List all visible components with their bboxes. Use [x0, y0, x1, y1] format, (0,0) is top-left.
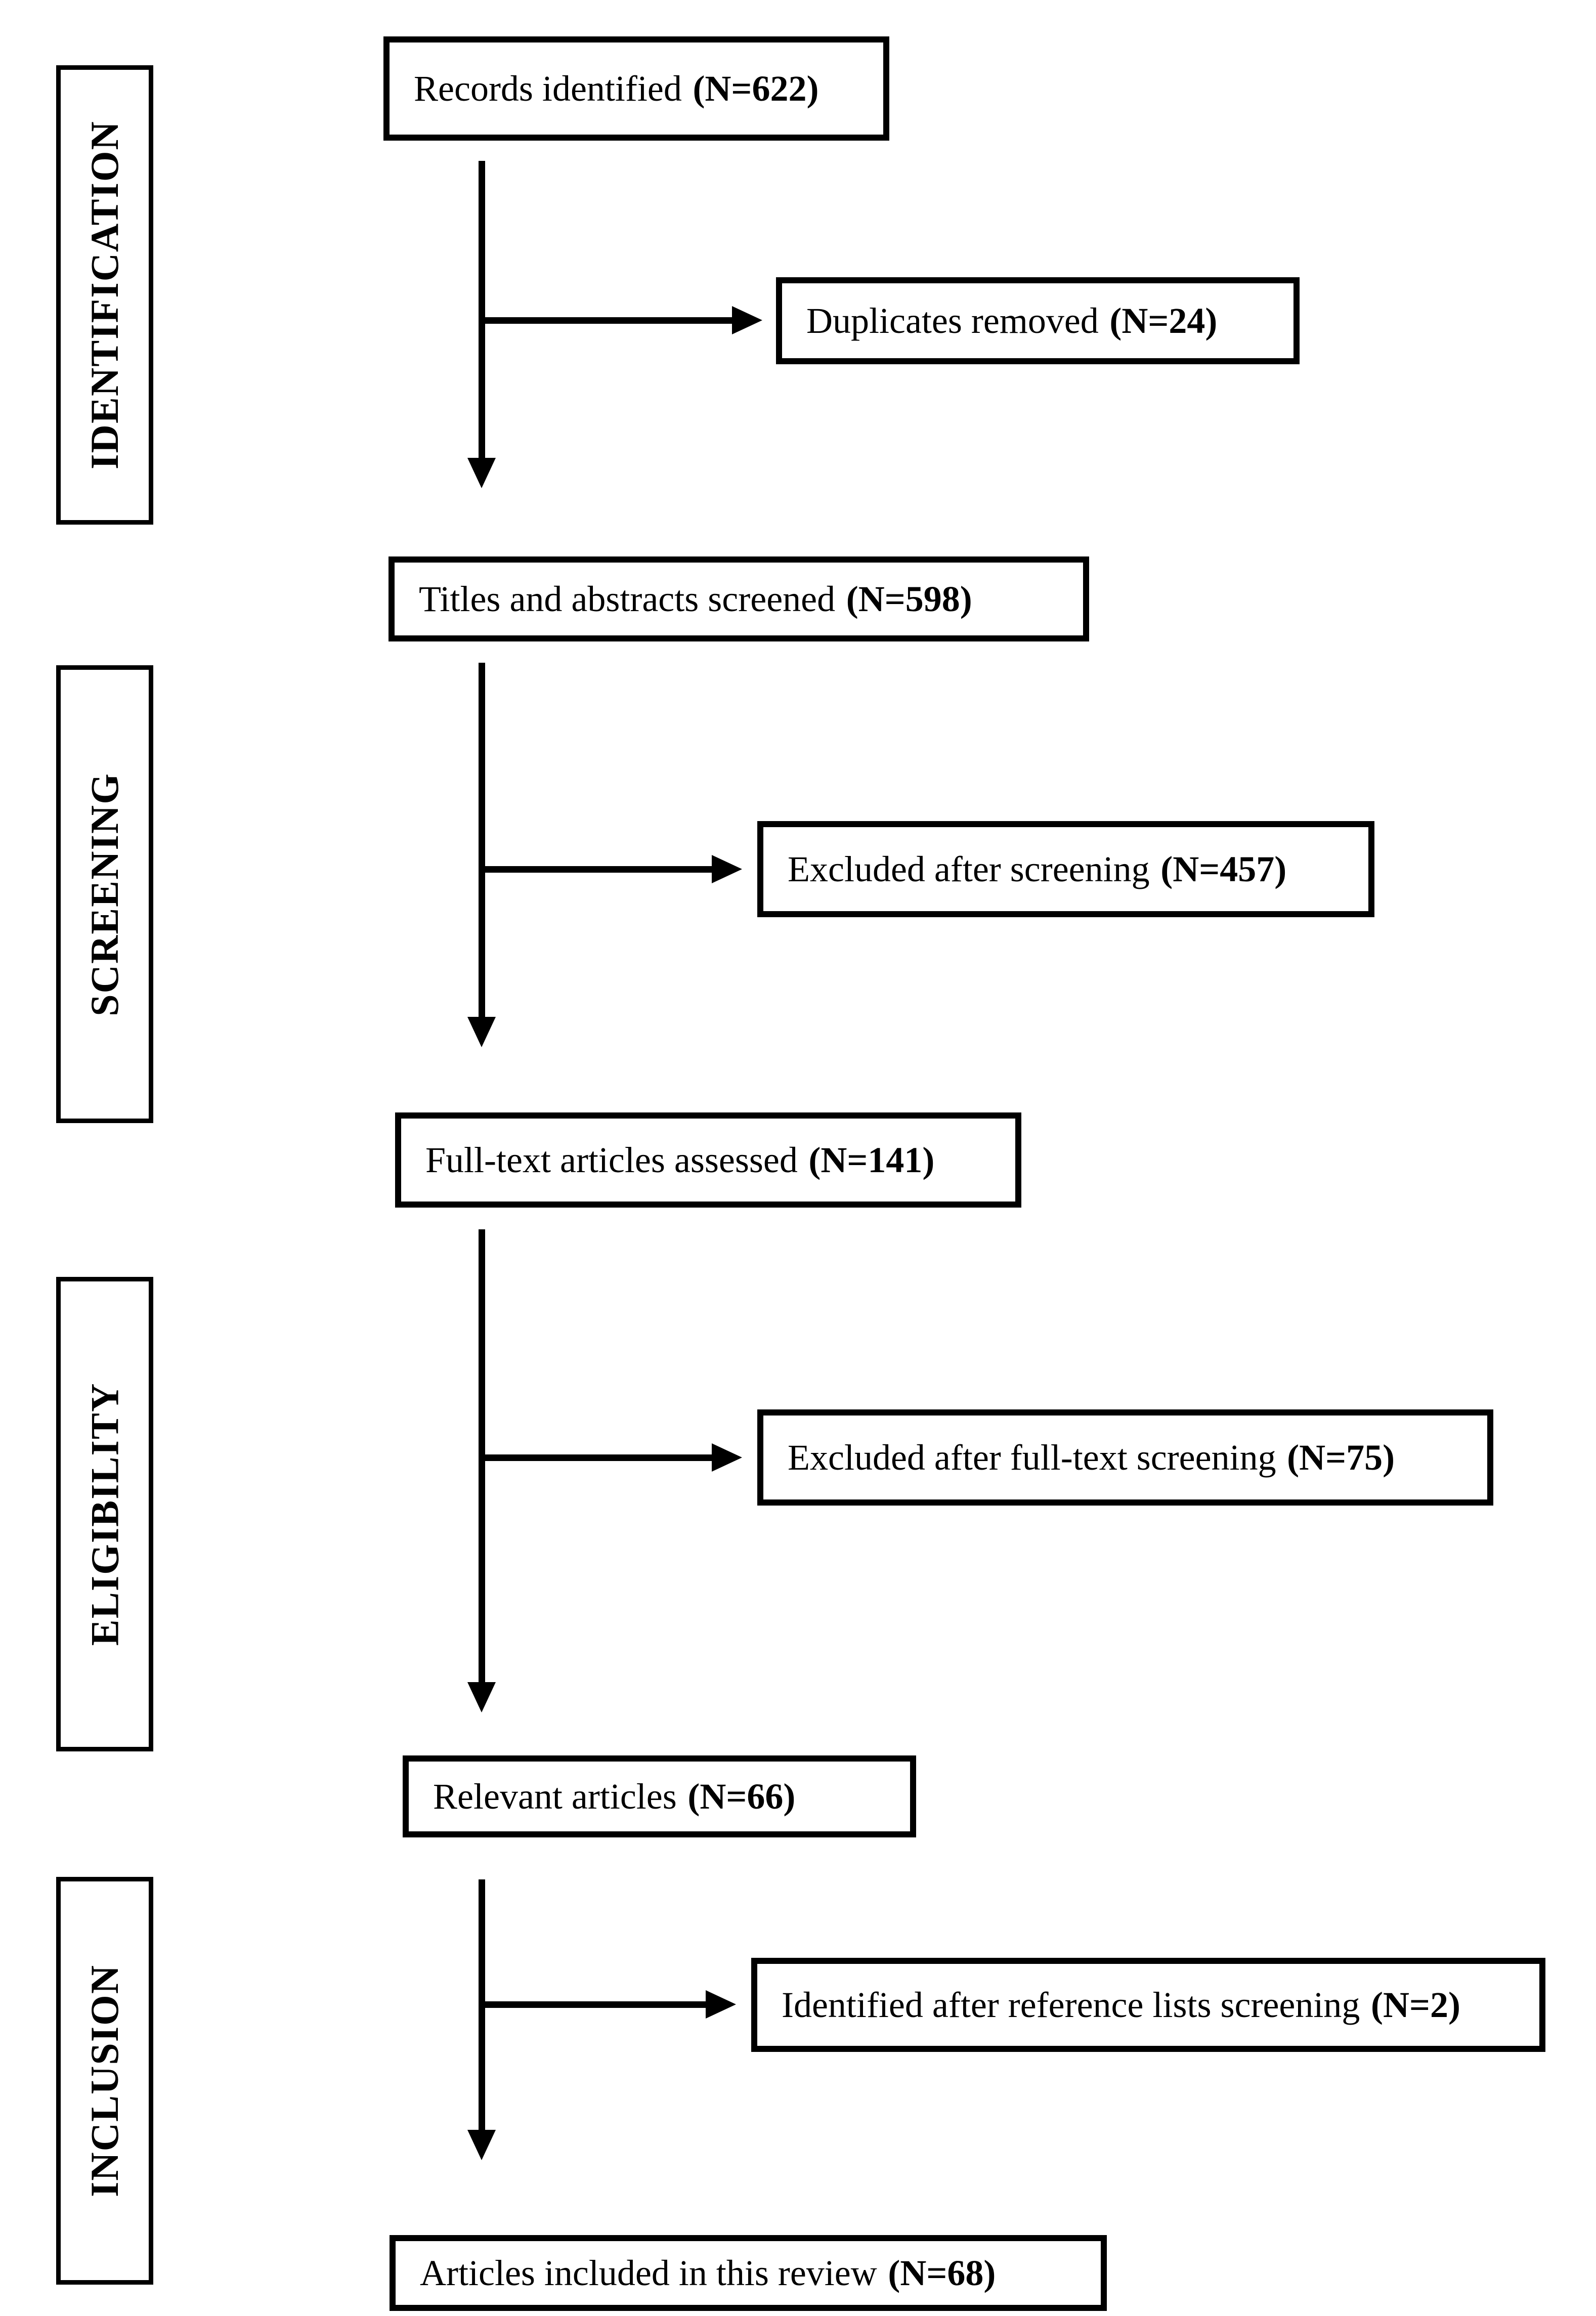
flow-box-count: (N=457) [1160, 848, 1287, 889]
flow-box-excluded-after-screening: Excluded after screening (N=457) [757, 821, 1374, 917]
flow-box-count: (N=2) [1370, 1984, 1460, 2025]
arrowhead-right-duplicates [732, 306, 762, 334]
flow-box-label: Full-text articles assessed [425, 1139, 798, 1180]
arrowhead-down-fulltext [467, 1017, 496, 1047]
stage-label-eligibility: ELIGIBILITY [82, 1382, 127, 1646]
arrow-line-records-to-titles [479, 161, 485, 458]
flow-box-count: (N=141) [808, 1139, 935, 1180]
flow-box-duplicates-removed: Duplicates removed (N=24) [776, 277, 1300, 364]
arrowhead-right-excluded-screening [712, 855, 742, 883]
flow-box-titles-abstracts-screened: Titles and abstracts screened (N=598) [389, 556, 1089, 641]
arrow-line-branch-duplicates [482, 317, 732, 324]
flow-box-count: (N=24) [1109, 300, 1218, 341]
arrowhead-down-relevant [467, 1682, 496, 1712]
flow-box-label: Identified after reference lists screeni… [782, 1984, 1360, 2025]
arrow-line-branch-excluded-fulltext [482, 1454, 712, 1461]
arrow-line-titles-to-fulltext [479, 663, 485, 1017]
flow-box-label: Duplicates removed [806, 300, 1099, 341]
arrowhead-right-reference-lists [706, 1990, 736, 2019]
flow-box-count: (N=66) [687, 1776, 796, 1817]
flow-box-articles-included: Articles included in this review (N=68) [390, 2235, 1107, 2311]
flow-box-label: Titles and abstracts screened [419, 578, 836, 619]
arrowhead-down-titles [467, 458, 496, 488]
flow-box-relevant-articles: Relevant articles (N=66) [403, 1755, 916, 1837]
stage-box-screening: SCREENING [56, 665, 153, 1123]
stage-box-eligibility: ELIGIBILITY [56, 1277, 153, 1751]
flow-box-label: Records identified [414, 68, 682, 109]
arrow-line-branch-reference-lists [482, 2001, 706, 2008]
flow-box-records-identified: Records identified (N=622) [383, 36, 889, 141]
flow-box-count: (N=75) [1287, 1437, 1395, 1478]
flow-box-excluded-after-full-text: Excluded after full-text screening (N=75… [757, 1409, 1493, 1506]
flow-box-count: (N=622) [693, 68, 819, 109]
flow-box-identified-reference-lists: Identified after reference lists screeni… [751, 1958, 1545, 2052]
flow-box-count: (N=68) [888, 2252, 996, 2293]
flow-box-label: Excluded after screening [788, 848, 1150, 889]
flow-box-count: (N=598) [846, 578, 972, 619]
stage-label-screening: SCREENING [82, 772, 126, 1016]
flow-box-full-text-articles-assessed: Full-text articles assessed (N=141) [395, 1112, 1021, 1208]
flow-box-label: Excluded after full-text screening [788, 1437, 1276, 1478]
flow-box-label: Relevant articles [433, 1776, 677, 1817]
stage-label-inclusion: INCLUSION [82, 1964, 127, 2198]
arrow-line-branch-excluded-screening [482, 866, 712, 873]
stage-box-identification: IDENTIFICATION [56, 65, 153, 525]
arrowhead-right-excluded-fulltext [712, 1443, 742, 1472]
flow-box-label: Articles included in this review [420, 2252, 877, 2293]
arrowhead-down-included [467, 2130, 496, 2160]
stage-label-identification: IDENTIFICATION [82, 120, 127, 469]
stage-box-inclusion: INCLUSION [56, 1877, 153, 2285]
